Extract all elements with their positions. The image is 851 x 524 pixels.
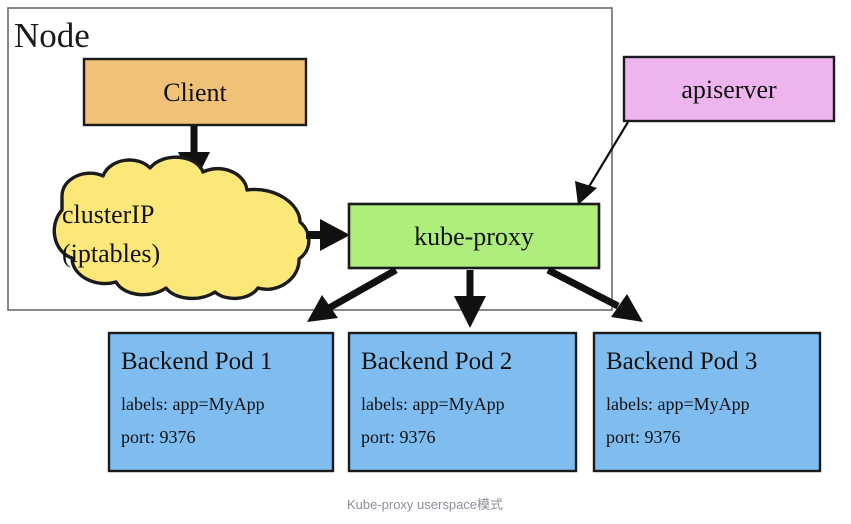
kubeproxy-to-pod2-arrow [454,270,486,328]
apiserver-to-kubeproxy-arrow [575,121,629,205]
backend-pod-1-box[interactable] [107,331,335,473]
backend-pod-1-labels: labels: app=MyApp [121,394,265,414]
backend-pod-2-title: Backend Pod 2 [361,348,512,375]
backend-pod-3[interactable]: Backend Pod 3 labels: app=MyApp port: 93… [592,331,822,473]
backend-pod-1-title: Backend Pod 1 [121,348,272,375]
backend-pod-2-port: port: 9376 [361,427,436,447]
backend-pod-2[interactable]: Backend Pod 2 labels: app=MyApp port: 93… [347,331,578,473]
kube-proxy-box-label: kube-proxy [414,222,534,251]
backend-pod-3-labels: labels: app=MyApp [606,394,750,414]
kube-proxy-box[interactable] [347,202,601,270]
figure-caption: Kube-proxy userspace模式 [347,497,503,512]
cloud-line-1: clusterIP [62,200,154,229]
apiserver-box-label: apiserver [681,75,777,104]
client-box[interactable] [82,57,308,127]
backend-pod-3-box[interactable] [592,331,822,473]
backend-pod-2-box[interactable] [347,331,578,473]
backend-pod-3-port: port: 9376 [606,427,681,447]
cloud-line-2: (iptables) [62,239,160,268]
client-box-label: Client [163,78,227,107]
clusterip-cloud[interactable]: clusterIP (iptables) [52,155,311,300]
backend-pod-1[interactable]: Backend Pod 1 labels: app=MyApp port: 93… [107,331,335,473]
kubeproxy-to-pod3-arrow [546,266,643,322]
backend-pod-2-labels: labels: app=MyApp [361,394,505,414]
backend-pod-1-port: port: 9376 [121,427,196,447]
node-label: Node [14,16,90,55]
apiserver-box[interactable] [622,55,836,123]
kubeproxy-to-pod1-arrow [307,266,398,322]
clusterip-to-kubeproxy-arrow [306,219,350,251]
backend-pod-3-title: Backend Pod 3 [606,348,757,375]
